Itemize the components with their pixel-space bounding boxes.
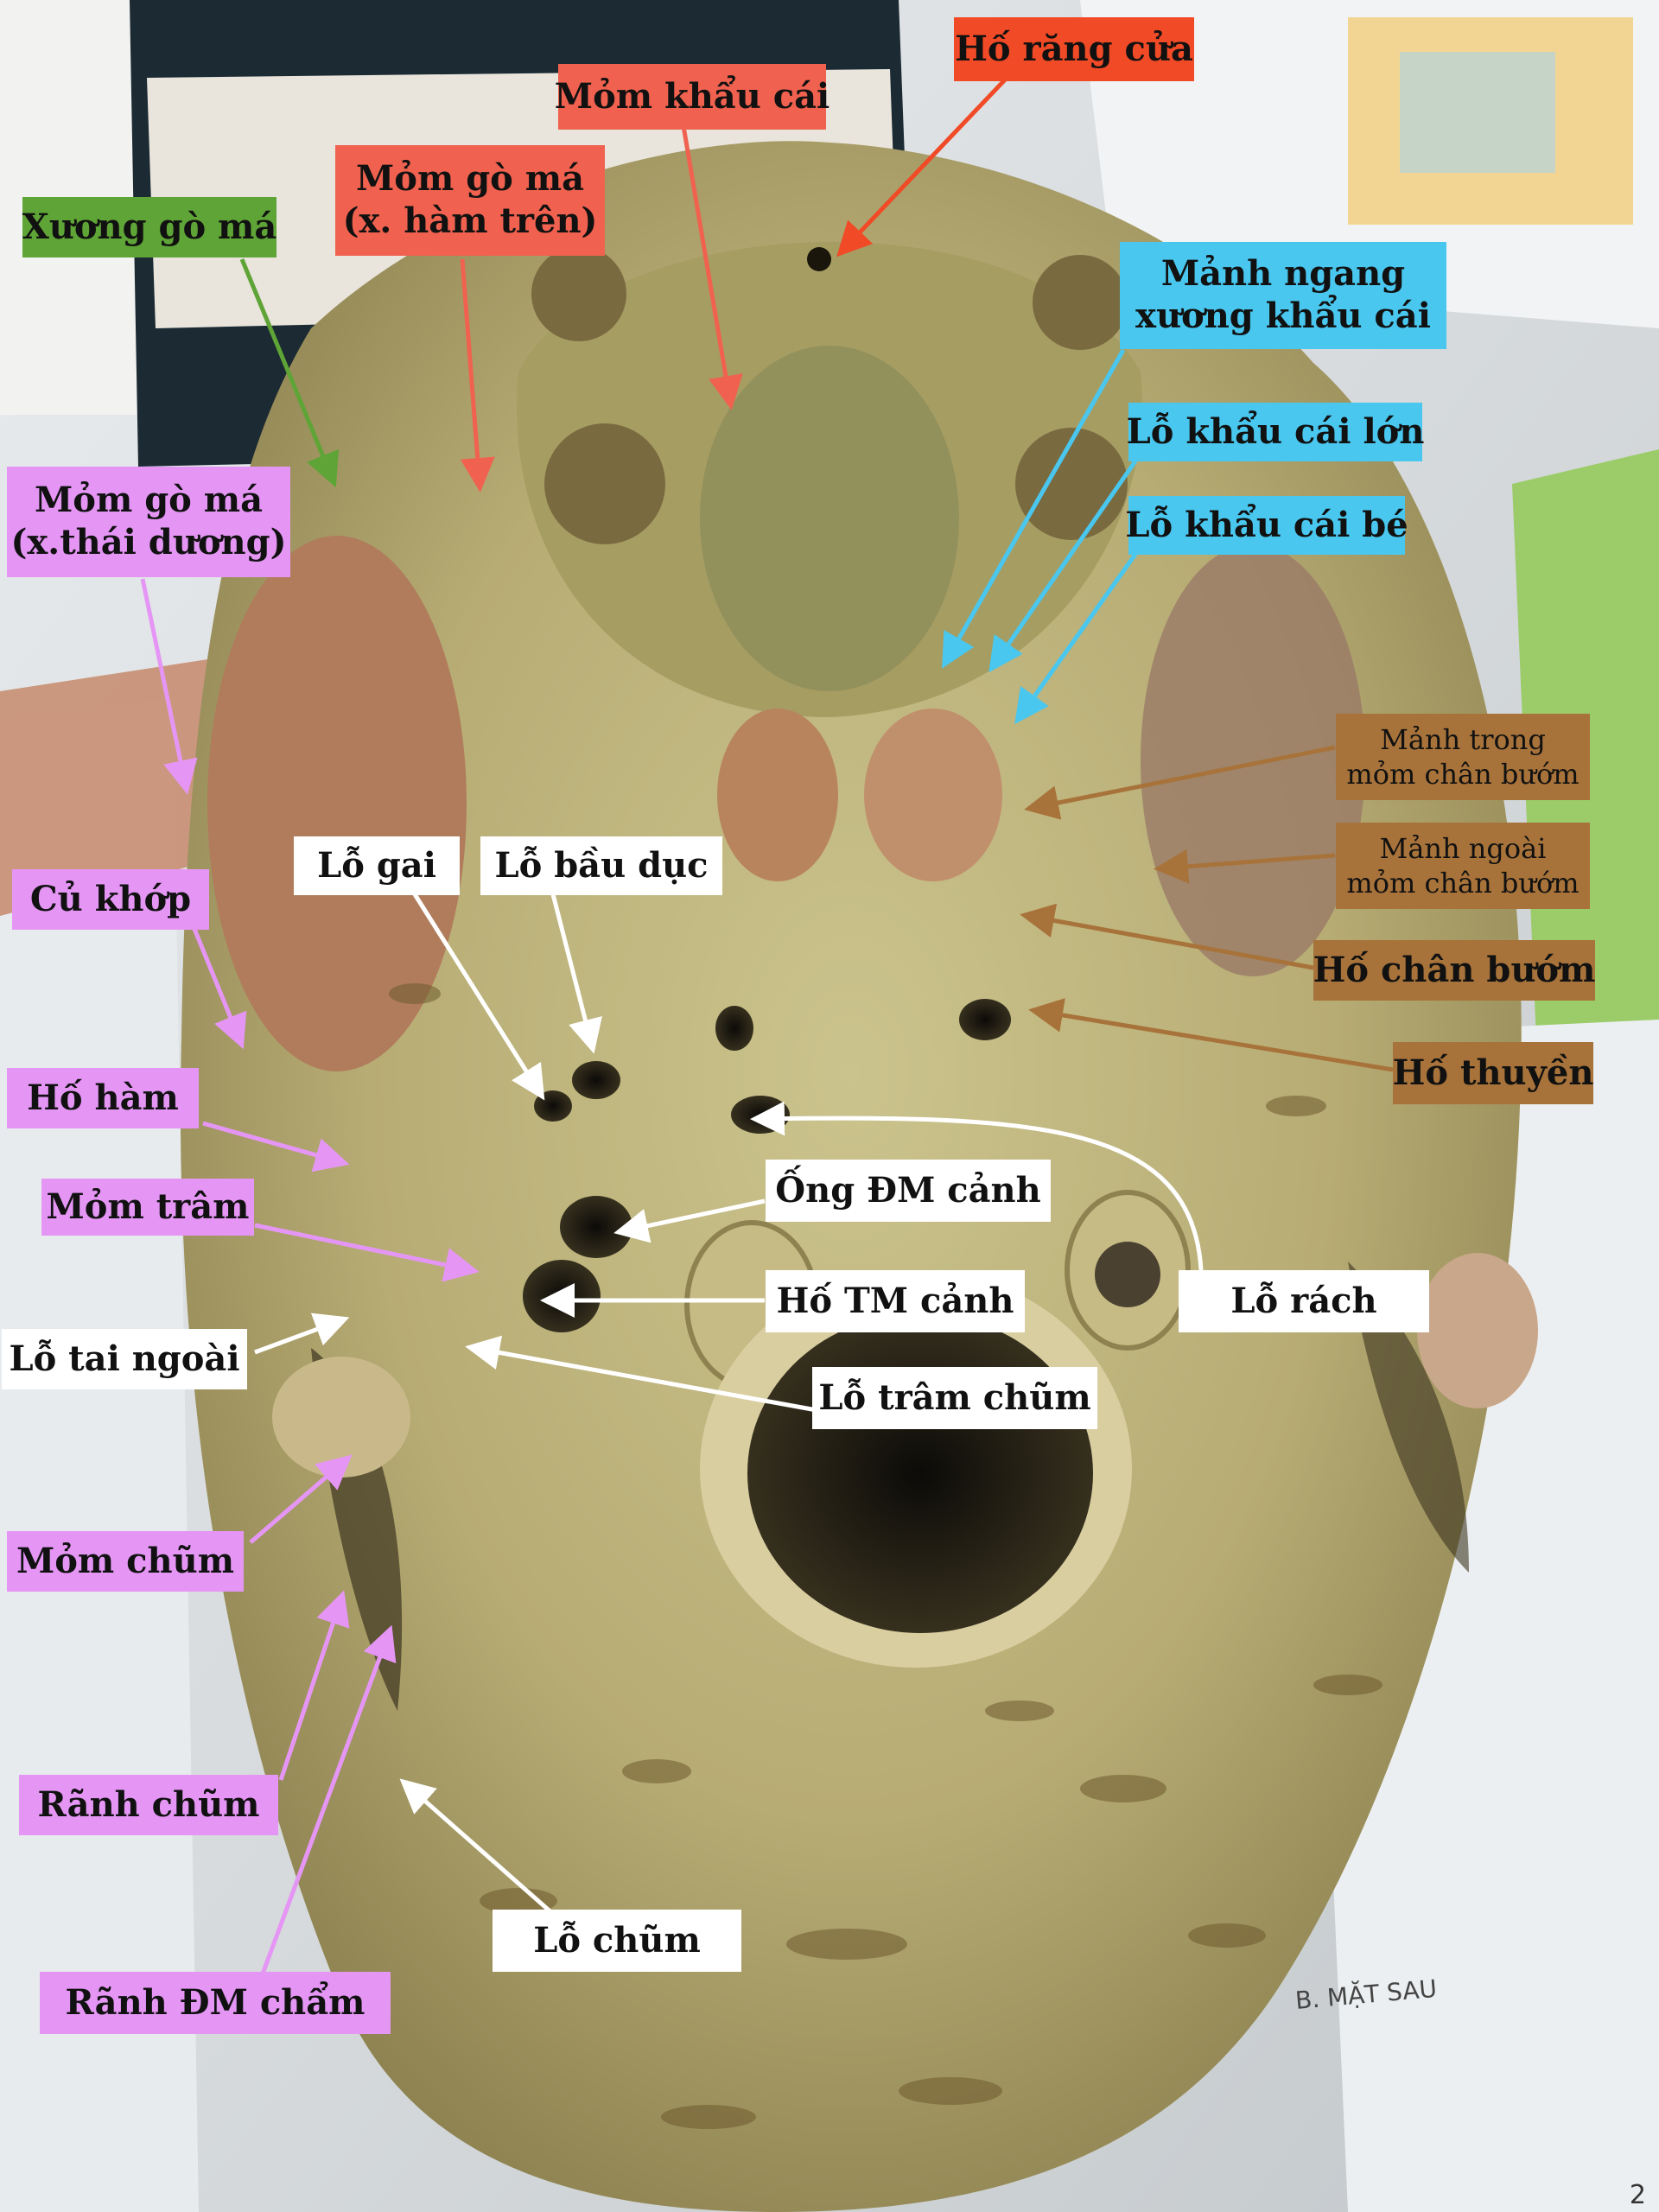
label-manh-ngoai-mom-chan-buom: Mảnh ngoài mỏm chân bướm <box>1336 823 1590 909</box>
label-ho-rang-cua: Hố răng cửa <box>954 17 1194 81</box>
label-manh-ngoai-line1: Mảnh ngoài <box>1379 832 1547 865</box>
page-number: 2 <box>1630 2180 1646 2210</box>
label-manh-trong-mom-chan-buom: Mảnh trong mỏm chân bướm <box>1336 714 1590 800</box>
label-lo-bau-duc: Lỗ bầu dục <box>480 836 722 895</box>
label-lo-khau-cai-be: Lỗ khẩu cái bé <box>1125 496 1408 555</box>
label-ranh-chum: Rãnh chũm <box>19 1775 278 1835</box>
label-manh-trong-line2: mỏm chân bướm <box>1346 758 1580 791</box>
label-ho-ham: Hố hàm <box>7 1068 199 1128</box>
label-cu-khop: Củ khớp <box>12 869 209 930</box>
label-mom-chum: Mỏm chũm <box>7 1531 244 1592</box>
label-mom-go-ma-ham-tren: Mỏm gò má (x. hàm trên) <box>335 145 605 256</box>
label-manh-trong-line1: Mảnh trong <box>1380 723 1546 756</box>
label-manh-ngang-line2: xương khẩu cái <box>1135 296 1431 336</box>
label-mom-tram: Mỏm trâm <box>41 1179 254 1236</box>
label-xuong-go-ma: Xương gò má <box>22 197 276 257</box>
label-lo-tram-chum: Lỗ trâm chũm <box>812 1367 1097 1429</box>
label-mom-go-ma-ham-tren-line1: Mỏm gò má <box>355 158 585 200</box>
label-manh-ngang-line1: Mảnh ngang <box>1160 253 1406 295</box>
label-lo-tai-ngoai: Lỗ tai ngoài <box>2 1329 247 1389</box>
label-ong-dm-canh: Ống ĐM cảnh <box>766 1160 1051 1222</box>
label-mom-khau-cai: Mỏm khẩu cái <box>555 64 830 130</box>
label-ho-chan-buom: Hố chân bướm <box>1313 940 1595 1001</box>
label-lo-khau-cai-lon: Lỗ khẩu cái lớn <box>1127 403 1424 461</box>
label-ho-tm-canh: Hố TM cảnh <box>766 1270 1025 1332</box>
label-mom-go-ma-thai-duong-line1: Mỏm gò má <box>34 480 264 521</box>
label-mom-go-ma-ham-tren-line2: (x. hàm trên) <box>342 200 598 241</box>
label-mom-go-ma-thai-duong: Mỏm gò má (x.thái dương) <box>7 467 290 577</box>
label-mom-go-ma-thai-duong-line2: (x.thái dương) <box>10 522 287 563</box>
label-lo-gai: Lỗ gai <box>294 836 460 895</box>
label-ho-thuyen: Hố thuyền <box>1393 1042 1593 1104</box>
label-manh-ngang-xuong-khau-cai: Mảnh ngang xương khẩu cái <box>1120 242 1446 349</box>
label-lo-rach: Lỗ rách <box>1179 1270 1429 1332</box>
label-lo-chum: Lỗ chũm <box>493 1910 741 1972</box>
label-ranh-dm-cham: Rãnh ĐM chẩm <box>40 1972 391 2034</box>
label-manh-ngoai-line2: mỏm chân bướm <box>1346 867 1580 899</box>
